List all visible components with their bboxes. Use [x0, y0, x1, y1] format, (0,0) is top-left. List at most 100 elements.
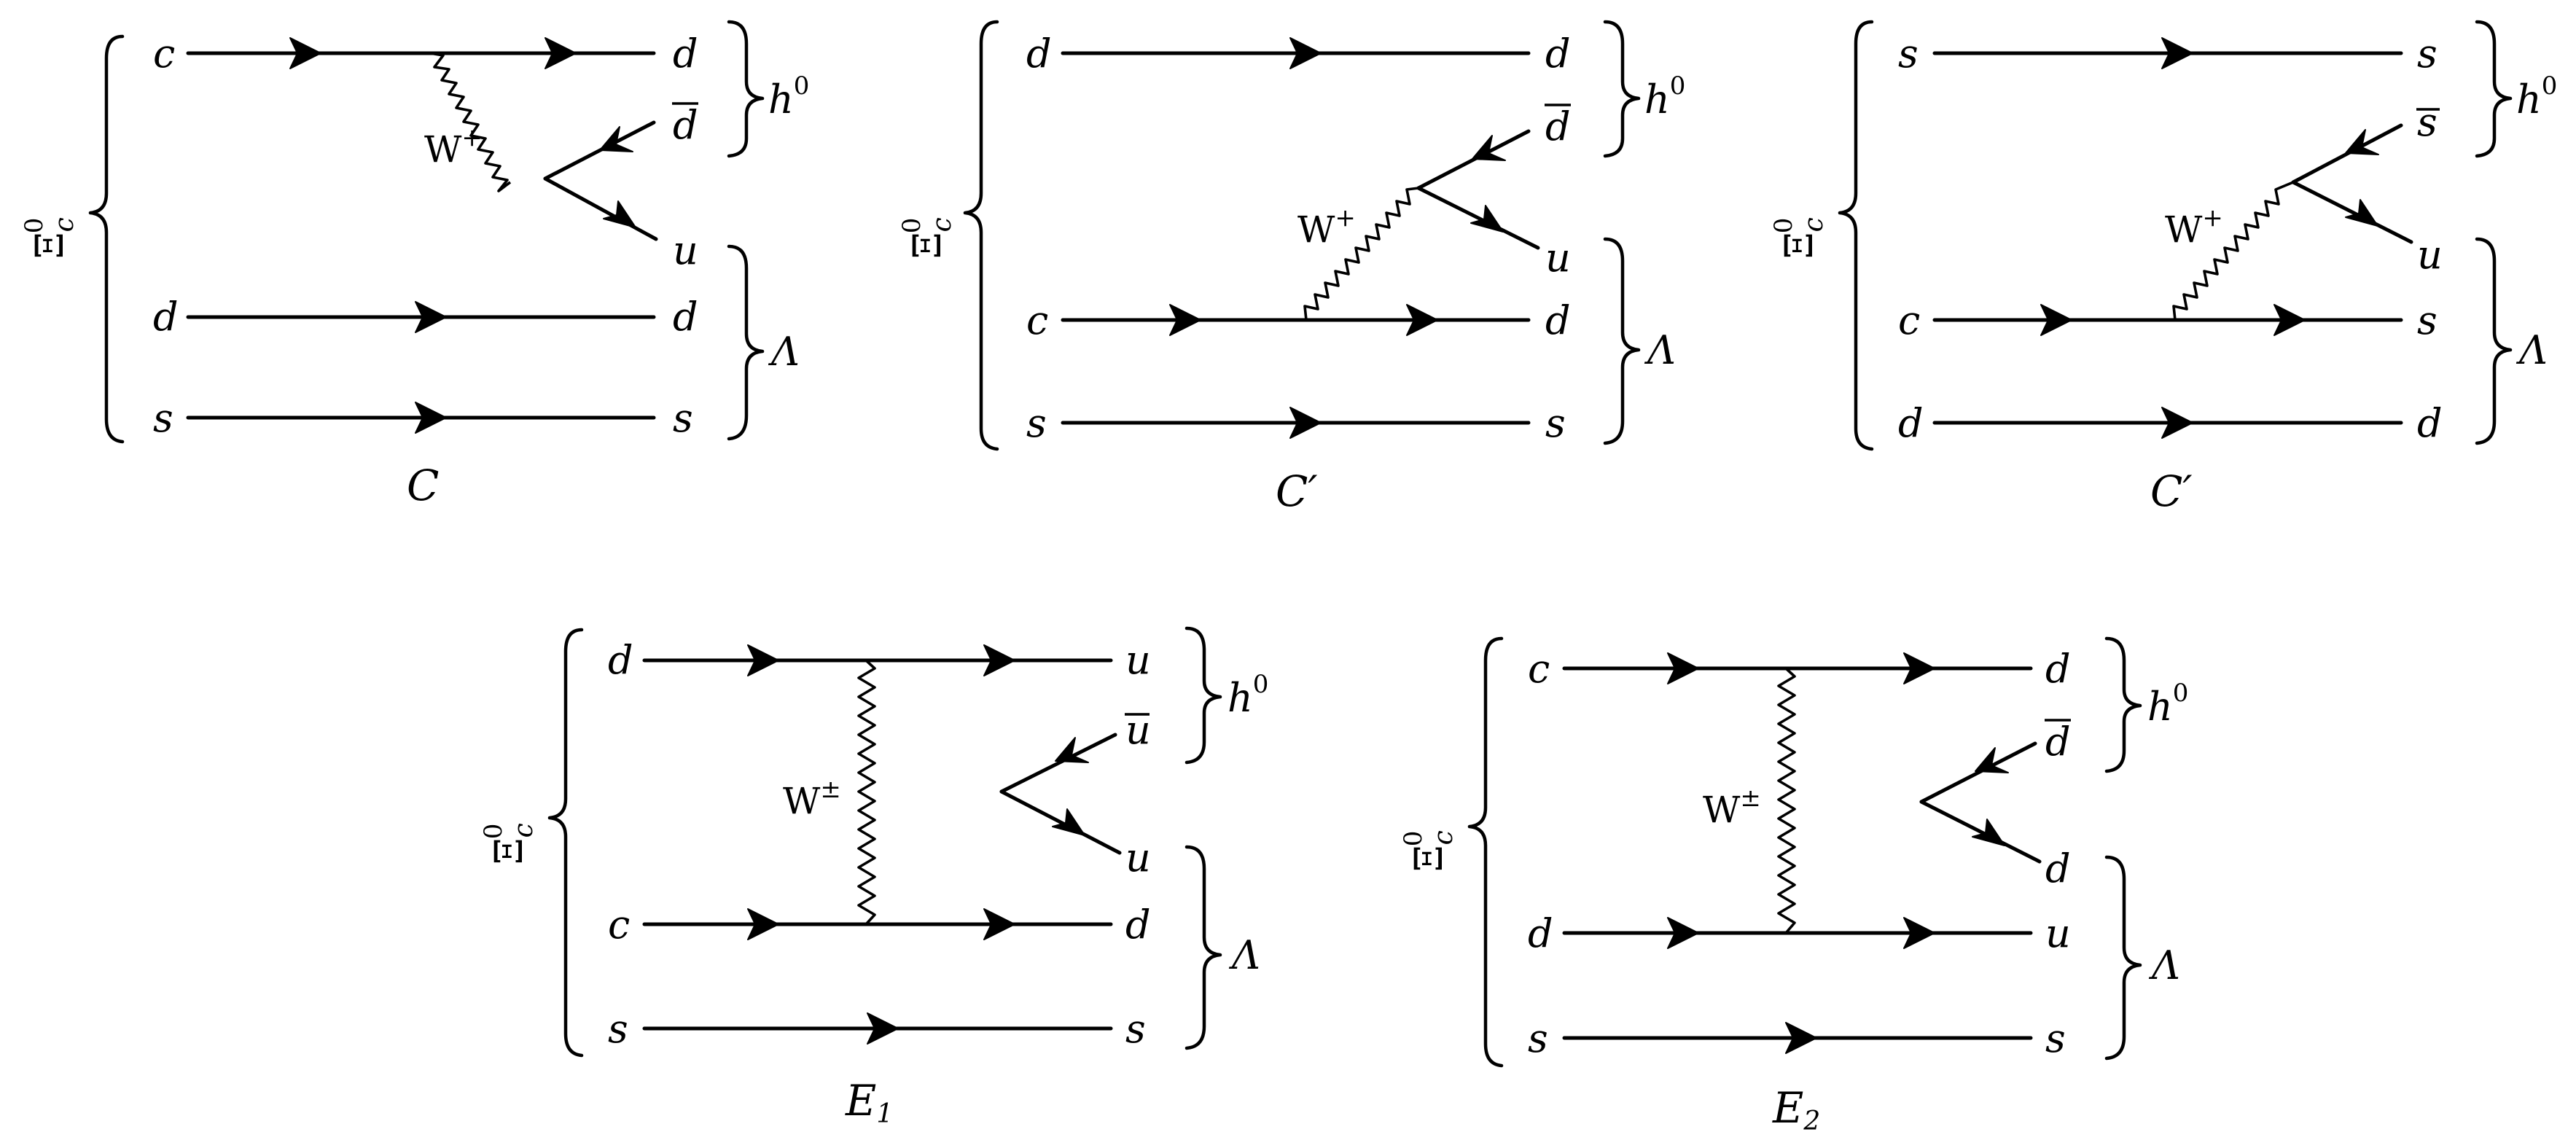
quark-label-out1: d: [2045, 646, 2071, 692]
parent-label: Ξc0: [1399, 830, 1459, 872]
parent-symbol: Ξ: [28, 232, 72, 259]
w-boson-propagator: [1303, 187, 1419, 321]
arrow-head: [1055, 737, 1089, 763]
meson-label: h0: [768, 71, 809, 122]
quark-label-in2: d: [153, 294, 179, 340]
boson-label: W+: [2165, 203, 2223, 251]
diagram-caption: E2: [1772, 1083, 1820, 1136]
quark-label-in2: d: [1528, 910, 1553, 956]
diagram-caption: C′: [2150, 466, 2193, 516]
meson-brace: [1184, 626, 1222, 765]
arrow-head: [415, 301, 447, 333]
svg-text:Ξc0: Ξc0: [1399, 830, 1459, 872]
svg-text:Ξc0: Ξc0: [479, 823, 539, 864]
arrow-head: [1289, 37, 1322, 69]
parent-sup: 0: [20, 218, 49, 234]
quark-label-in1: c: [153, 31, 175, 77]
meson-label: h0: [1644, 71, 1685, 122]
quark-label-out3: u: [673, 227, 698, 273]
baryon-brace: [1603, 237, 1641, 445]
quark-label-in3: s: [1528, 1015, 1548, 1061]
quark-label-out4: d: [673, 294, 698, 340]
boson-label: W±: [1703, 784, 1761, 831]
diagram-c: Ξc0 c d s d d u d s W+ h0 Λ C: [20, 20, 809, 510]
arrow-head: [1169, 304, 1201, 336]
arrow-head: [747, 644, 779, 676]
quark-label-out4: u: [2045, 910, 2071, 956]
arrow-head: [1785, 1022, 1817, 1054]
arrow-head: [415, 402, 447, 434]
diagram-e1: Ξc0 d c s u u u d s W± h0 Λ E1: [479, 626, 1268, 1129]
boson-label: W±: [783, 775, 841, 822]
quark-label-out4: d: [1125, 902, 1151, 948]
quark-label-in2: c: [1898, 297, 1920, 343]
diagram-c-prime-1: Ξc0 d c s d d u d s W+ h0 Λ C′: [897, 20, 1685, 516]
quark-label-in3: s: [1026, 400, 1047, 446]
parent-label: Ξc0: [479, 823, 539, 864]
parent-brace: [1467, 636, 1504, 1068]
quark-label-out5: s: [673, 395, 693, 441]
svg-text:Ξc0: Ξc0: [1769, 217, 1829, 259]
arrow-head: [1667, 652, 1699, 684]
quark-label-in2: c: [608, 902, 630, 948]
arrow-head: [983, 908, 1015, 940]
diagram-c-prime-2: Ξc0 s c d s s u s d W+ h0 Λ C′: [1769, 20, 2557, 516]
baryon-label: Λ: [2148, 942, 2180, 988]
arrow-head: [2345, 129, 2379, 155]
arrow-head: [545, 37, 577, 69]
quark-label-out5: s: [1545, 400, 1566, 446]
quark-label-in3: s: [608, 1006, 628, 1052]
arrow-head: [1289, 407, 1322, 439]
meson-brace: [727, 20, 765, 158]
antiquark-line: [1919, 741, 2037, 804]
w-boson-propagator: [2172, 181, 2294, 321]
boson-label: W+: [424, 123, 483, 171]
diagram-e2: Ξc0 c d s d d d u s W± h0 Λ E2: [1399, 636, 2188, 1136]
diagram-caption: E1: [845, 1076, 893, 1129]
quark-label-out3: u: [1545, 235, 1571, 281]
meson-label: h0: [2516, 71, 2557, 122]
arrow-head: [289, 37, 321, 69]
parent-label: Ξc0: [897, 217, 957, 259]
arrow-head: [1903, 652, 1935, 684]
quark-label-out5: d: [2417, 400, 2443, 446]
meson-label: h0: [1227, 670, 1268, 721]
parent-brace: [88, 34, 125, 444]
arrow-head: [1406, 304, 1438, 336]
boson-label: W+: [1297, 203, 1356, 251]
baryon-brace: [2104, 855, 2142, 1061]
arrow-head: [2161, 37, 2193, 69]
meson-brace: [2104, 636, 2142, 773]
arrow-head: [2161, 407, 2193, 439]
quark-label-in1: c: [1528, 646, 1550, 692]
quark-label-out3: d: [2045, 846, 2071, 891]
arrow-head: [1903, 917, 1935, 949]
quark-line-outgoing: [2291, 180, 2413, 244]
quark-label-in3: s: [153, 395, 173, 441]
arrow-head: [603, 200, 636, 228]
baryon-label: Λ: [2515, 327, 2548, 373]
quark-label-in3: d: [1898, 400, 1924, 446]
quark-label-out1: d: [1545, 31, 1571, 77]
quark-label-out5: s: [2045, 1015, 2066, 1061]
arrow-head: [1667, 917, 1699, 949]
svg-text:Ξc0: Ξc0: [897, 217, 957, 259]
quark-line-outgoing: [543, 176, 658, 241]
quark-line-outgoing: [1919, 800, 2042, 864]
arrow-head: [1052, 808, 1085, 836]
arrow-head: [983, 644, 1015, 676]
baryon-brace: [727, 244, 765, 441]
baryon-brace: [2475, 237, 2513, 445]
antiquark-label: d: [673, 102, 698, 148]
antiquark-label: d: [2045, 719, 2071, 765]
svg-text:Ξc0: Ξc0: [20, 217, 79, 259]
w-boson-propagator: [429, 52, 512, 192]
arrow-head: [1470, 205, 1504, 233]
quark-label-out3: u: [1125, 835, 1151, 881]
quark-line-outgoing: [1416, 186, 1540, 250]
arrow-head: [1472, 135, 1506, 161]
baryon-brace: [1184, 845, 1222, 1050]
parent-label: Ξc0: [1769, 217, 1829, 259]
